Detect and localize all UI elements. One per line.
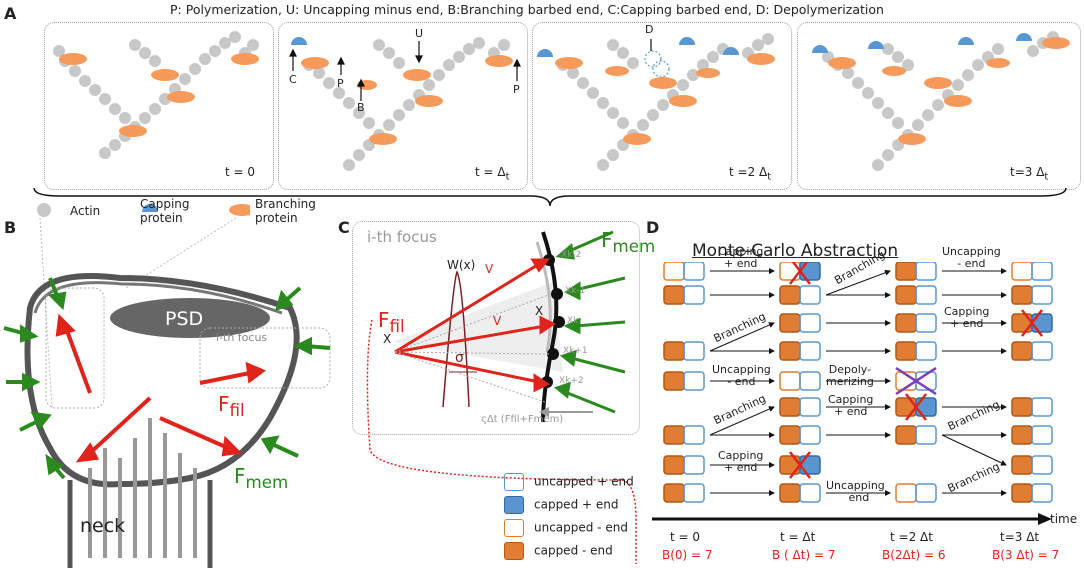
frame-time-label: t =2 Δt xyxy=(729,165,772,183)
spine-diagram xyxy=(3,218,331,568)
time-tick-label: t =2 Δt xyxy=(890,530,933,544)
transition-capping-plus: Capping + end xyxy=(828,393,874,418)
transition-capping-plus: Capping + end xyxy=(944,305,990,330)
actin-network-t2 xyxy=(537,33,775,171)
panel-letter-d: D xyxy=(646,218,660,237)
monte-carlo-grid xyxy=(663,262,1053,503)
f-mem-label-b: Fmem xyxy=(234,464,289,492)
panel-letter-b: B xyxy=(4,218,17,237)
panel-a-legend-icons xyxy=(37,203,250,217)
panel-letter-c: C xyxy=(338,218,350,237)
frame-t1: C P B U P t = Δt xyxy=(278,22,528,190)
legend-capped-plus: capped + end xyxy=(504,496,618,514)
event-label-b: B xyxy=(357,101,365,114)
branch-count: B ( Δt) = 7 xyxy=(772,548,836,562)
panel-a-brace xyxy=(33,187,1067,207)
legend-capping: Capping protein xyxy=(140,197,190,225)
link-dotted-curve xyxy=(366,320,637,564)
focus-zoom-frame: i-th focus Fmem W(x) σ X X V V Xk-2 Xk-1… xyxy=(352,221,655,435)
x-tick: Xk+2 xyxy=(559,376,584,386)
x-tick: Xk-2 xyxy=(561,250,582,260)
focus-label-b: i-th focus xyxy=(216,331,268,344)
box-icon xyxy=(504,496,524,514)
transition-uncapping-minus: Uncapping - end xyxy=(942,245,1001,270)
legend-branching: Branching protein xyxy=(255,197,316,225)
x-tick: Xk-1 xyxy=(565,286,586,296)
f-fil-label-c: Ffil xyxy=(378,308,405,336)
transition-uncapping-end: Uncapping end xyxy=(826,479,885,504)
xc-label: X xyxy=(535,304,544,318)
actin-network-t3 xyxy=(812,31,1070,171)
frame-t2: D t =2 Δt xyxy=(532,22,792,190)
event-label-u: U xyxy=(415,27,424,40)
v-label-1: V xyxy=(485,262,494,276)
frame-t0: t = 0 xyxy=(44,22,274,190)
legend-actin: Actin xyxy=(70,204,101,218)
xn-label: X xyxy=(383,332,392,346)
transition-uncapping-minus: Uncapping - end xyxy=(712,363,771,388)
legend-capped-minus: capped - end xyxy=(504,542,613,560)
transition-capping-plus: Capping + end xyxy=(718,449,764,474)
legend-uncapped-plus: uncapped + end xyxy=(504,473,634,491)
event-label-p: P xyxy=(337,77,344,90)
time-tick-label: t = 0 xyxy=(670,530,701,544)
event-label-p: P xyxy=(513,83,520,96)
box-icon xyxy=(504,542,524,560)
branch-count: B(0) = 7 xyxy=(662,548,713,562)
w-label: W(x) xyxy=(447,258,476,272)
x-tick: Xk xyxy=(567,316,579,326)
x-tick: Xk+1 xyxy=(563,346,588,356)
mc-title: Monte-Carlo Abstraction xyxy=(692,241,899,261)
f-mem-label-c: Fmem xyxy=(601,228,656,256)
frame-time-label: t = 0 xyxy=(225,165,256,179)
frame-time-label: t=3 Δt xyxy=(1010,165,1049,183)
neck-label: neck xyxy=(80,515,126,537)
actin-network-t1 xyxy=(289,37,521,171)
time-axis-label: time xyxy=(1050,512,1078,526)
event-label-d: D xyxy=(645,23,654,36)
actin-network-t0 xyxy=(53,31,259,159)
sigma-label: σ xyxy=(455,350,464,366)
legend-uncapped-minus: uncapped - end xyxy=(504,519,628,537)
drift-label: ςΔt (Ffil+Fmem) xyxy=(481,414,564,425)
psd-label: PSD xyxy=(165,308,204,330)
focus-title-c: i-th focus xyxy=(367,228,437,246)
branch-count: B(3 Δt) = 7 xyxy=(992,548,1060,562)
transition-depolymerizing: Depoly- merizing xyxy=(826,363,874,388)
frame-time-label: t = Δt xyxy=(475,165,510,183)
event-legend-text: P: Polymerization, U: Uncapping minus en… xyxy=(170,2,884,17)
f-fil-label-b: Ffil xyxy=(218,392,245,420)
v-label-2: V xyxy=(493,314,502,328)
time-axis xyxy=(652,513,1052,525)
time-tick-label: t=3 Δt xyxy=(1000,530,1040,544)
focus-zoom-diagram xyxy=(393,230,626,423)
event-label-c: C xyxy=(289,73,297,86)
frame-t3: t=3 Δt xyxy=(797,22,1081,190)
transition-capping-plus: Capping + end xyxy=(718,245,764,270)
box-icon xyxy=(504,473,524,491)
branch-count: B(2Δt) = 6 xyxy=(882,548,946,562)
time-tick-label: t = Δt xyxy=(780,530,816,544)
panel-letter-a: A xyxy=(4,4,17,23)
box-icon xyxy=(504,519,524,537)
